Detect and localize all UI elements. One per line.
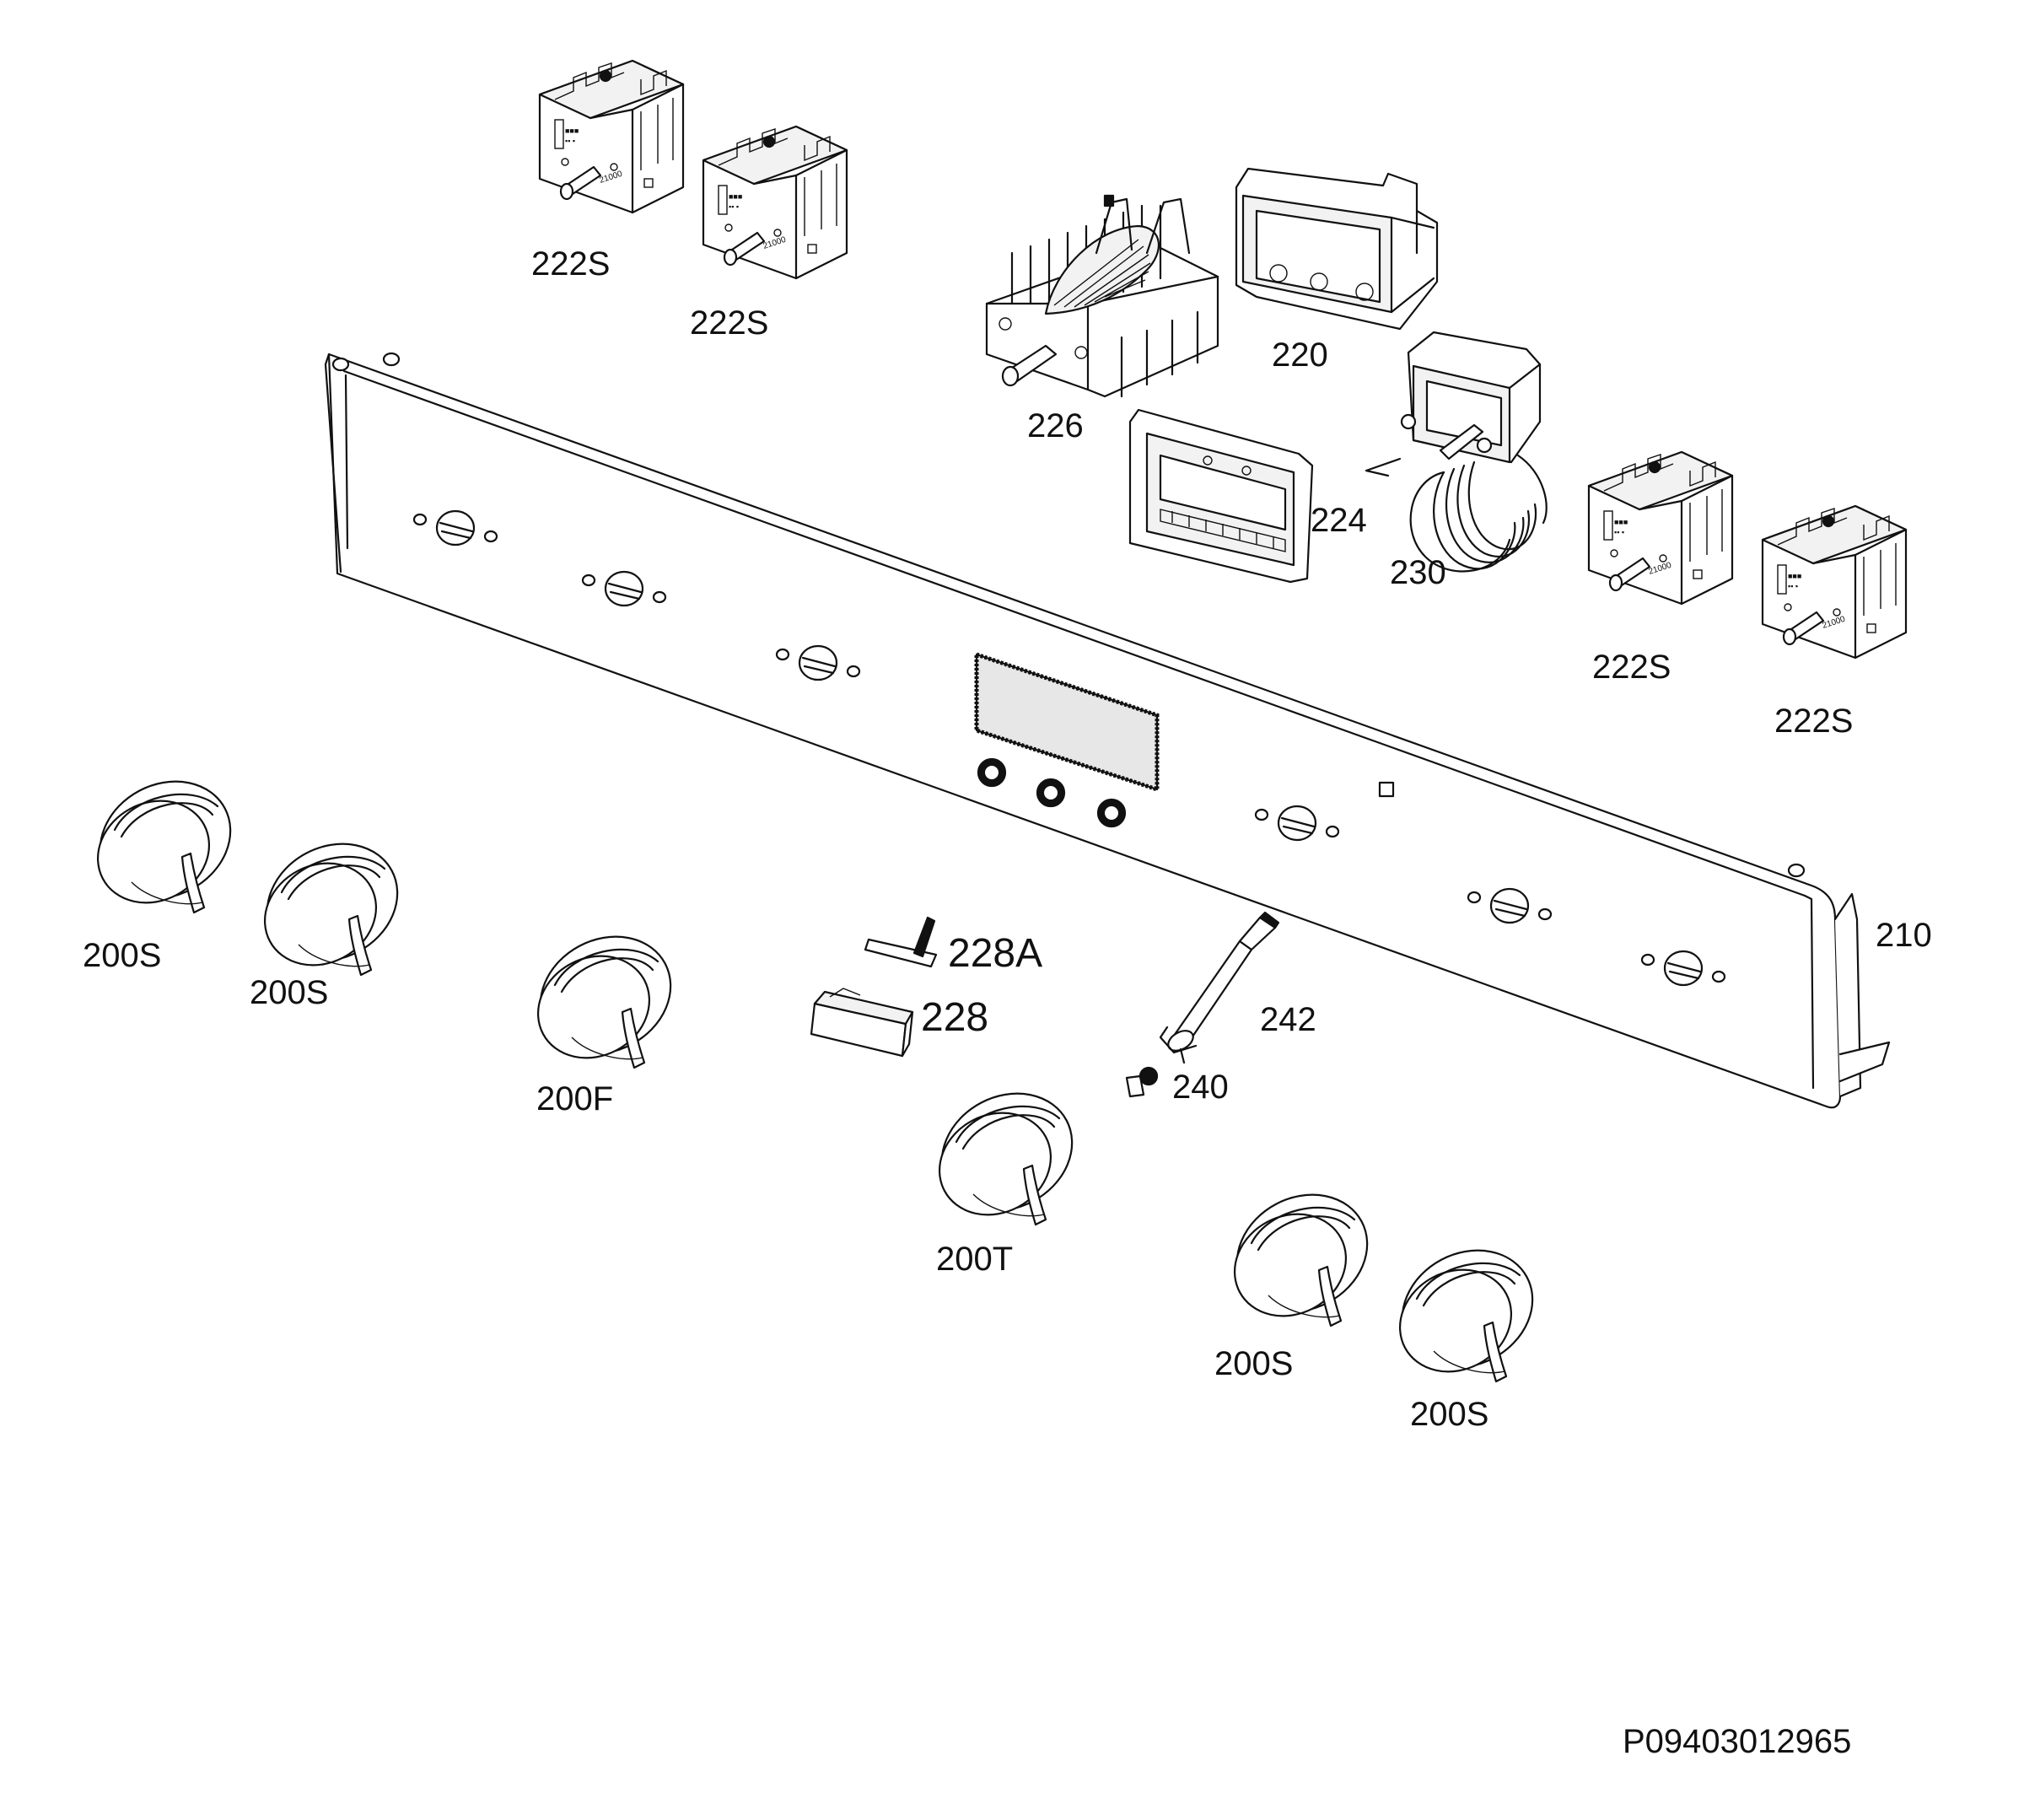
knob-200f [519, 913, 692, 1079]
label-200f: 200F [536, 1080, 613, 1117]
rotary-switch-4 [1761, 504, 1908, 660]
label-240: 240 [1172, 1069, 1229, 1106]
label-222s-4: 222S [1774, 703, 1853, 740]
knob-200s-4 [1381, 1227, 1554, 1392]
label-222s-1: 222S [531, 245, 610, 283]
label-220: 220 [1272, 337, 1328, 374]
button-strip [864, 916, 938, 968]
button [810, 988, 914, 1058]
electronic-board [1128, 408, 1314, 584]
label-200s-1: 200S [83, 937, 161, 974]
selector-switch [985, 194, 1219, 398]
lamp-holder [1159, 911, 1280, 1064]
knob-200t [920, 1070, 1094, 1236]
label-200t: 200T [936, 1241, 1013, 1278]
label-200s-2: 200S [250, 974, 328, 1011]
thermostat [1365, 331, 1548, 573]
label-222s-2: 222S [690, 304, 768, 342]
control-panel [324, 352, 1891, 1109]
knob-200s-3 [1215, 1171, 1389, 1337]
label-228a: 228A [948, 931, 1042, 976]
label-224: 224 [1311, 502, 1367, 539]
label-200s-3: 200S [1214, 1345, 1293, 1382]
label-228: 228 [921, 995, 988, 1040]
knob-200s-1 [78, 758, 252, 923]
label-242: 242 [1260, 1001, 1316, 1038]
label-230: 230 [1390, 554, 1446, 591]
label-210: 210 [1876, 917, 1932, 954]
clip [1125, 1066, 1159, 1098]
knob-200s-2 [245, 821, 419, 986]
rotary-switch-1 [538, 59, 685, 214]
label-222s-3: 222S [1592, 649, 1671, 686]
label-200s-4: 200S [1410, 1396, 1488, 1433]
label-226: 226 [1027, 407, 1084, 444]
rotary-switch-2 [702, 125, 848, 280]
display-housing [1235, 167, 1439, 331]
drawing-number: P09403012965 [1623, 1723, 1851, 1760]
rotary-switch-3 [1587, 450, 1734, 606]
